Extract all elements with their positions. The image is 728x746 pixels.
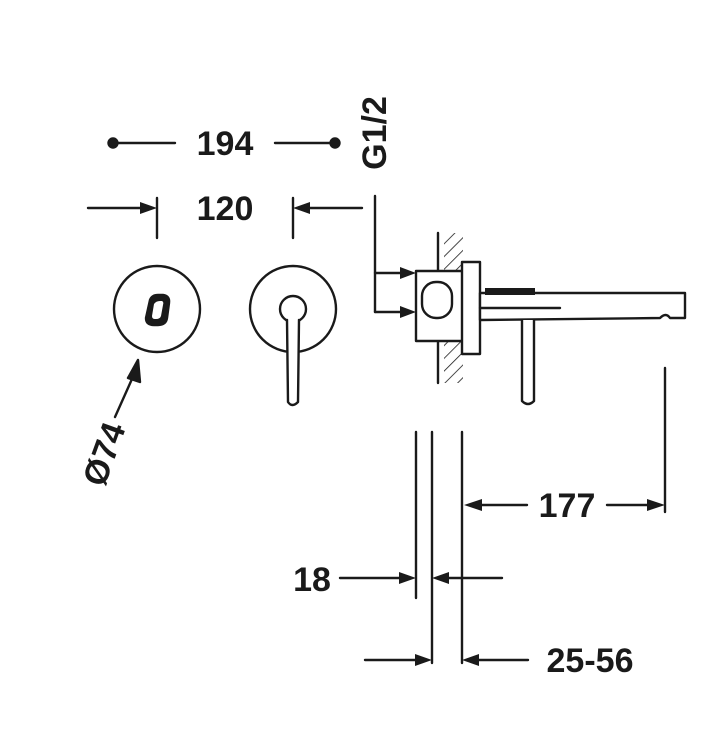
label-wall-offset: 18 — [293, 561, 331, 599]
label-spout-projection: 177 — [539, 487, 596, 525]
arrowhead — [140, 202, 157, 214]
spout-top-detail — [485, 288, 535, 295]
label-plate-diameter: Ø74 — [76, 417, 134, 490]
arrowhead — [400, 306, 416, 318]
arrowheads — [140, 202, 665, 666]
thread-leader — [373, 194, 407, 314]
knob-marker-inner — [152, 301, 164, 319]
plate-outline — [112, 264, 202, 354]
cartridge-outline — [420, 280, 454, 320]
label-plate-spacing: 120 — [197, 190, 254, 228]
label-overall-width: 194 — [197, 125, 254, 163]
side-lever — [520, 318, 536, 406]
arrowhead — [293, 202, 310, 214]
arrowhead — [432, 572, 449, 584]
label-thread: G1/2 — [356, 96, 394, 170]
lever-handle — [285, 318, 301, 407]
dimension-194 — [107, 137, 341, 149]
arrowhead — [415, 654, 432, 666]
dimension-177 — [478, 366, 667, 514]
lever-hub — [278, 294, 308, 324]
left-round-plate — [112, 264, 202, 354]
arrowhead — [464, 499, 482, 511]
arrowhead — [126, 358, 142, 384]
arrowhead — [462, 654, 479, 666]
dimension-end-dot — [329, 137, 341, 149]
wall-extension-lines — [414, 430, 464, 665]
dimension-120 — [86, 196, 364, 240]
arrowhead — [647, 499, 665, 511]
wall-flange — [460, 260, 482, 356]
label-wall-range: 25-56 — [547, 642, 634, 680]
spout — [478, 291, 687, 322]
side-view-spout — [414, 231, 687, 406]
arrowhead — [400, 267, 416, 279]
arrowhead — [399, 572, 416, 584]
right-lever-plate — [248, 264, 338, 407]
diameter-leader — [113, 358, 142, 419]
